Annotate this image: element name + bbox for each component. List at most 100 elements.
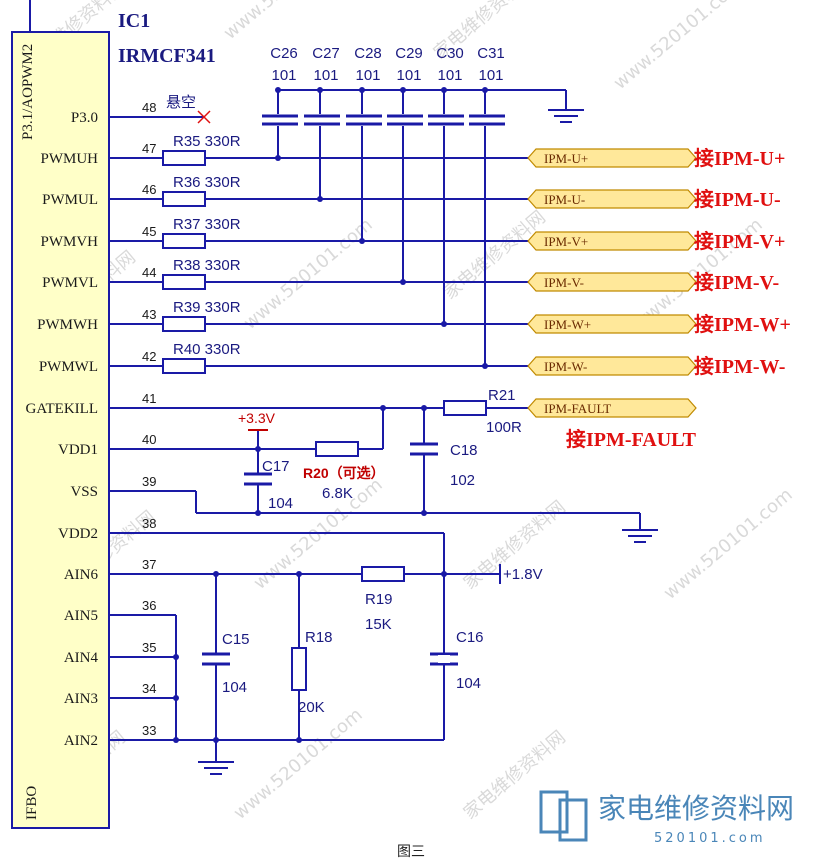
r20-ref: R20（可选） — [303, 465, 385, 481]
watermark-text: www.520101.com — [610, 0, 747, 94]
pin-number: 43 — [142, 307, 156, 322]
logo-url: 520101.com — [654, 831, 766, 846]
ipm-note: 接IPM-W+ — [694, 313, 791, 336]
cap-ref: C30 — [436, 45, 464, 62]
ipm-note: 接IPM-V- — [694, 271, 779, 294]
ipm-note: 接IPM-FAULT — [566, 428, 697, 451]
logo-name: 家电维修资料网 — [598, 792, 794, 825]
cap-ref: C26 — [270, 45, 298, 62]
resistor-body — [162, 233, 206, 249]
watermark-text: 家电维修资料网 — [440, 207, 550, 304]
pin-name: P3.0 — [71, 110, 98, 126]
resistor-label: R37 330R — [173, 216, 241, 233]
resistor-label: R38 330R — [173, 257, 241, 274]
cap-ref: C29 — [395, 45, 423, 62]
c16-val: 104 — [456, 675, 481, 692]
pin-number: 33 — [142, 723, 156, 738]
cap-ref: C28 — [354, 45, 382, 62]
c18-val: 102 — [450, 472, 475, 489]
c15-val: 104 — [222, 679, 247, 696]
ic-body — [11, 31, 110, 829]
ipm-note: 接IPM-U- — [694, 188, 781, 211]
rail-33-label: +3.3V — [238, 410, 276, 426]
logo-mark-icon — [558, 798, 588, 842]
pin-name: PWMUH — [40, 151, 98, 167]
ground-icon — [622, 529, 658, 543]
nc-cross-icon — [197, 110, 211, 124]
net-port-label: IPM-FAULT — [544, 401, 611, 416]
r20-val: 6.8K — [322, 485, 353, 502]
rail-18-label: +1.8V — [503, 566, 543, 583]
c17-val: 104 — [268, 495, 293, 512]
cap-val: 101 — [313, 67, 338, 84]
resistor-body — [162, 358, 206, 374]
figure-caption: 图三 — [397, 844, 425, 860]
resistor-label: R40 330R — [173, 341, 241, 358]
ic-side-label-top: P3.1/AOPWM2 — [20, 44, 36, 140]
nc-label: 悬空 — [166, 94, 196, 111]
resistor-body — [162, 274, 206, 290]
pin-number: 44 — [142, 265, 156, 280]
pin-number: 42 — [142, 349, 156, 364]
resistor-body — [162, 150, 206, 166]
cap-val: 101 — [271, 67, 296, 84]
net-port-label: IPM-W- — [544, 359, 587, 374]
resistor-label: R36 330R — [173, 174, 241, 191]
c16-ref: C16 — [456, 629, 484, 646]
pin-number: 48 — [142, 100, 156, 115]
net-port — [527, 189, 697, 209]
net-port-label: IPM-W+ — [544, 317, 591, 332]
pin-number: 47 — [142, 141, 156, 156]
resistor-label: R35 330R — [173, 133, 241, 150]
ipm-note: 接IPM-V+ — [694, 230, 785, 253]
r20-body — [315, 441, 359, 457]
watermark-text: www.520101.com — [660, 484, 797, 604]
site-logo: 家电维修资料网 520101.com — [539, 790, 794, 846]
pin-name: PWMVH — [40, 234, 98, 250]
pin-number: 37 — [142, 557, 156, 572]
net-port-label: IPM-U+ — [544, 151, 588, 166]
junction-dot — [421, 510, 427, 516]
pin-name: PWMVL — [42, 275, 98, 291]
junction-dot — [255, 510, 261, 516]
net-port — [527, 148, 697, 168]
r19-val: 15K — [365, 616, 392, 633]
r18-body — [291, 647, 307, 691]
pin-number: 39 — [142, 474, 156, 489]
ipm-note: 接IPM-W- — [694, 355, 785, 378]
pin-number: 46 — [142, 182, 156, 197]
r19-ref: R19 — [365, 591, 393, 608]
pin-name: AIN4 — [64, 650, 99, 666]
cap-ref: C31 — [477, 45, 505, 62]
resistor-body — [162, 316, 206, 332]
resistor-label: R39 330R — [173, 299, 241, 316]
ic-part: IRMCF341 — [118, 45, 216, 67]
cap-ref: C27 — [312, 45, 340, 62]
r18-val: 20K — [298, 699, 325, 716]
logo-mark-icon — [539, 790, 569, 834]
ic-ref: IC1 — [118, 10, 150, 32]
pin-name: PWMUL — [42, 192, 98, 208]
pin-number: 35 — [142, 640, 156, 655]
cap-val: 101 — [355, 67, 380, 84]
pin-number: 40 — [142, 432, 156, 447]
cap-val: 101 — [478, 67, 503, 84]
r21-val: 100R — [486, 419, 522, 436]
r18-ref: R18 — [305, 629, 333, 646]
junction-dot — [296, 737, 302, 743]
net-port — [527, 231, 697, 251]
ground-icon — [548, 109, 584, 123]
c18-ref: C18 — [450, 442, 478, 459]
watermark-text: 家电维修资料网 — [460, 727, 570, 824]
net-port-label: IPM-U- — [544, 192, 585, 207]
pin-number: 41 — [142, 391, 156, 406]
pin-name: PWMWL — [39, 359, 98, 375]
resistor-body — [162, 191, 206, 207]
c16-gap — [438, 655, 450, 663]
net-port-label: IPM-V+ — [544, 234, 588, 249]
pin-name: PWMWH — [37, 317, 98, 333]
pin-name: AIN3 — [64, 691, 98, 707]
